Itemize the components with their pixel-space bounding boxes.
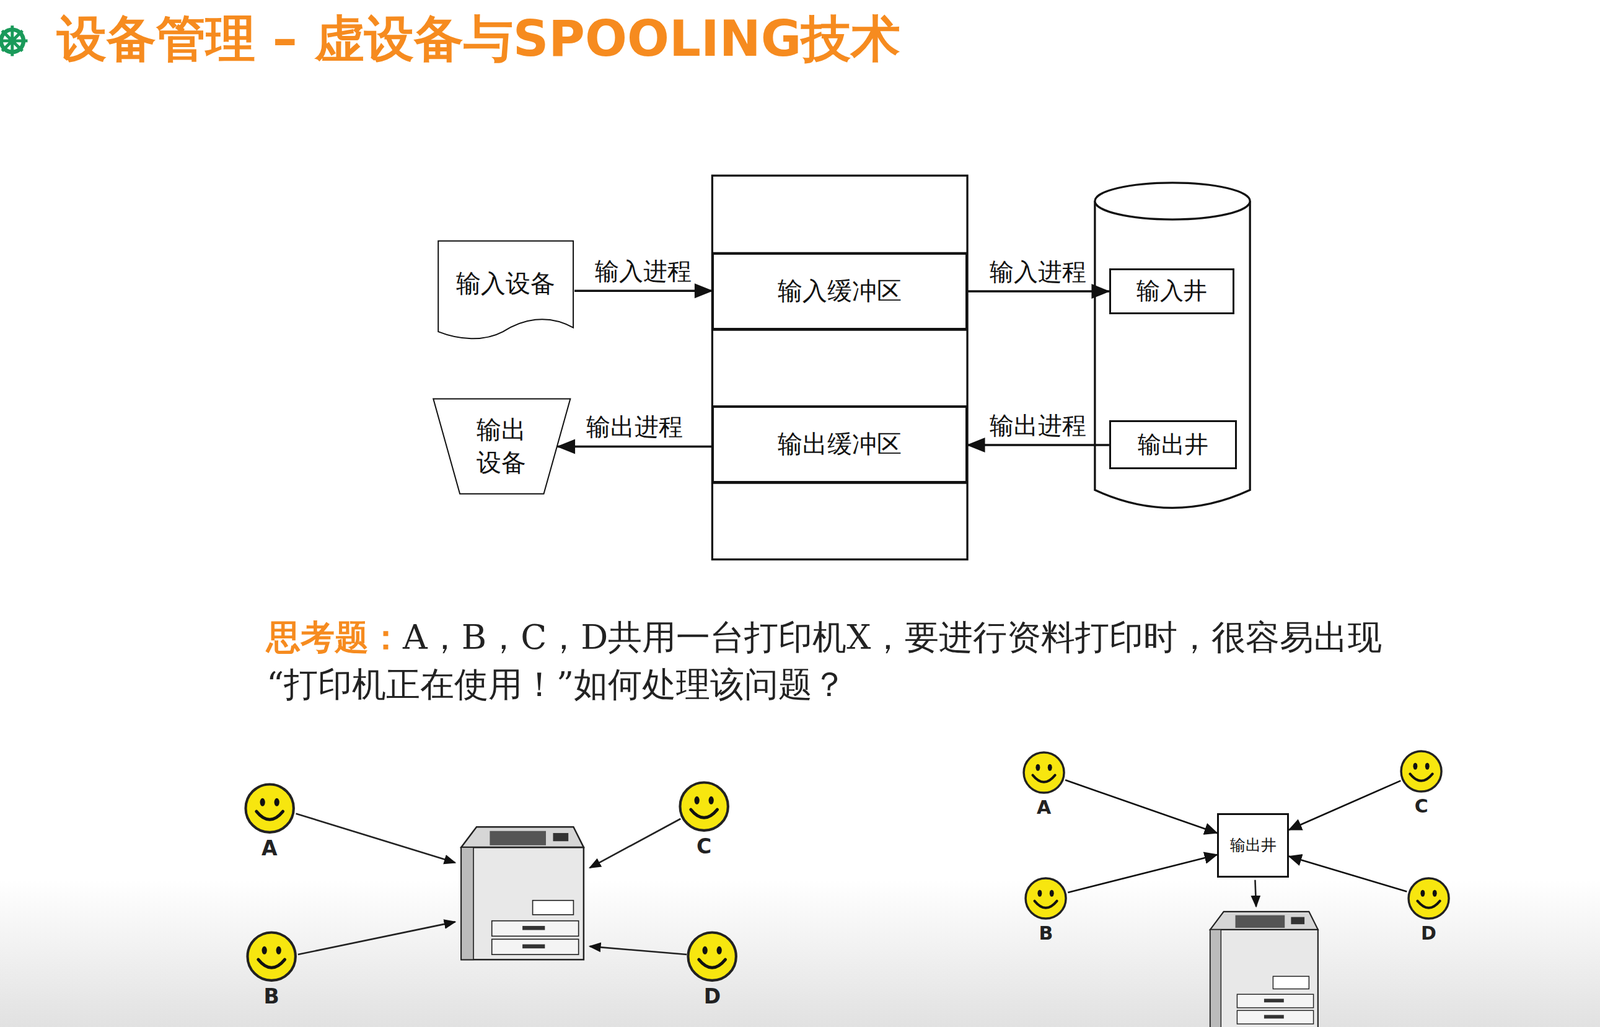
slide-title: 设备管理 – 虚设备与SPOOLING技术 [57,6,901,74]
smile [690,809,718,818]
flow-arrow [574,290,713,293]
flow-arrow [967,290,1110,293]
eye [708,795,714,804]
node-label: 输入井 [1136,276,1208,306]
flow-arrow [1067,854,1218,893]
user-icon: B [246,930,297,982]
eye [702,945,708,954]
smiley-face [686,930,738,982]
user-letter: C [696,833,712,859]
smiley-face [1399,749,1443,793]
user-icon: B [1024,876,1068,920]
printer [1210,911,1319,1027]
eye [261,945,267,954]
eye [1425,762,1430,770]
eye [1049,889,1055,897]
user-arrows [296,813,1257,955]
user-icon: A [244,782,295,834]
eye [273,798,279,807]
eye [1037,889,1043,897]
node-label: 输出 设备 [474,413,529,480]
smiley-face [1024,876,1068,920]
flow-arrow [1288,856,1408,892]
user-icon: D [686,930,738,982]
node-label: 输入缓冲区 [777,275,902,307]
eye [1047,764,1053,771]
user-letter: D [1420,921,1437,946]
spool-well: 输出井 [1109,420,1237,470]
user-icon: A [1022,751,1066,794]
face [1025,878,1066,919]
face [1408,878,1449,919]
user-letter: A [261,835,278,861]
eye [716,945,722,954]
process-label: 输出进程 [987,408,1089,443]
output-device: 输出 设备 [431,397,572,495]
eye [1420,889,1425,897]
node-label: 输出缓冲区 [777,428,902,460]
title-icon [0,25,28,56]
process-label: 输出进程 [584,410,685,444]
user-icon: C [678,780,730,832]
face [247,931,295,980]
input-device: 输入设备 [436,239,575,343]
smiley-face [1022,751,1066,794]
spool-well: 输入井 [1109,268,1236,315]
user-letter: A [1036,795,1051,820]
smile [1034,900,1058,908]
smile [258,959,286,968]
user-icon: D [1407,876,1451,920]
smile [1410,773,1433,781]
face [245,783,294,832]
smiley-face [678,780,730,832]
printer [461,826,584,960]
question-text: A，B，C，D共用一台打印机X，要进行资料打印时，很容易出现“打印机正在使用！”… [266,617,1382,704]
node-label: 输出井 [1230,835,1277,856]
user-letter: B [1038,921,1053,946]
buffer-row: 输入缓冲区 [712,252,968,330]
smiley-face [246,930,297,982]
smiley-face [244,782,295,834]
smile [1417,900,1440,908]
eye [1035,764,1040,771]
smile [255,811,283,820]
node-label: 输入设备 [456,268,556,299]
question-heading: 思考题： [266,616,403,657]
user-icon: C [1399,749,1443,793]
face [680,782,729,830]
eye [259,798,265,807]
user-letter: B [263,983,279,1009]
face [688,931,737,980]
video-shade [0,879,1600,1027]
eye [694,795,700,804]
trapezoid-shape [431,397,572,495]
trapezoid-outline [433,399,571,494]
document-outline [438,241,574,339]
process-label: 输入进程 [987,255,1089,289]
eye [1432,889,1438,897]
question-note: 思考题：A，B，C，D共用一台打印机X，要进行资料打印时，很容易出现“打印机正在… [266,613,1420,708]
eye [275,945,281,954]
node-label: 输出井 [1137,430,1209,460]
face [1401,751,1442,792]
process-label: 输入进程 [593,254,694,289]
user-letter: C [1414,794,1429,818]
buffer-row: 输出缓冲区 [712,405,968,483]
flow-arrow [1288,780,1402,830]
smile [1032,775,1056,783]
eye [1413,762,1418,770]
disk-cylinder [1094,200,1250,508]
smile [698,959,726,968]
flow-arrow [557,445,713,449]
smiley-face [1407,876,1451,920]
face [1023,752,1064,793]
flow-arrow [967,443,1110,447]
buffer-column [712,175,968,559]
flow-arrow [1065,780,1218,834]
spool-well: 输出井 [1217,813,1289,878]
user-letter: D [703,983,721,1009]
